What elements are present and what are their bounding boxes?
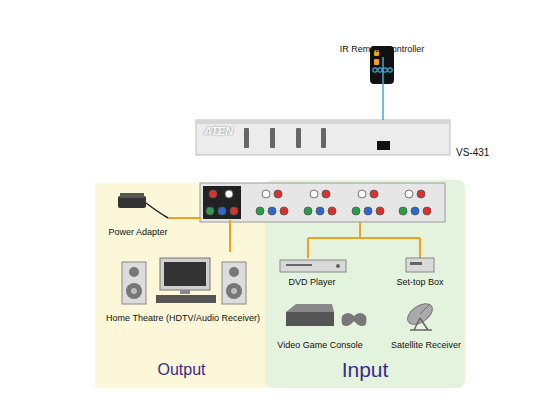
hdtv xyxy=(156,258,216,303)
output-port-block xyxy=(203,186,241,219)
switch-front-panel: ATENVS-431 xyxy=(196,120,450,155)
video-game-console xyxy=(286,304,367,326)
node-label: ATEN xyxy=(204,126,233,137)
node-label: VS-431 xyxy=(456,147,489,158)
device-label: Set-top Box xyxy=(396,277,443,288)
ir-link xyxy=(382,57,384,120)
rca-jack xyxy=(370,190,378,198)
remote-callout: IR Remote Controller xyxy=(340,0,425,55)
node-label: Satellite Receiver xyxy=(391,340,461,351)
rca-jack xyxy=(352,207,360,215)
ports xyxy=(206,190,431,215)
rca-jack xyxy=(280,207,288,215)
rca-jack xyxy=(310,190,318,198)
rca-jack xyxy=(209,190,217,198)
rca-jack xyxy=(358,190,366,198)
node-label: IR Remote Controller xyxy=(340,44,425,55)
rca-jack xyxy=(225,190,233,198)
rca-jack xyxy=(304,207,312,215)
node-label: Output xyxy=(95,360,268,380)
rca-jack xyxy=(262,190,270,198)
adapter-cable xyxy=(146,203,168,218)
power-adapter-top xyxy=(120,193,144,198)
speaker xyxy=(122,262,146,304)
node-label: Video Game Console xyxy=(277,340,362,351)
rca-jack xyxy=(322,190,330,198)
rca-jack xyxy=(423,207,431,215)
speaker xyxy=(222,262,246,304)
node-label: DVD Player xyxy=(288,277,335,288)
node-label: Home Theatre (HDTV/Audio Receiver) xyxy=(106,313,260,324)
set-top-box xyxy=(406,258,434,272)
device-label: Power Adapter xyxy=(108,227,167,238)
node-label: Input xyxy=(265,357,465,382)
rca-jack xyxy=(364,207,372,215)
node-label: Set-top Box xyxy=(396,277,443,288)
rca-jack xyxy=(316,207,324,215)
device-label: Video Game Console xyxy=(277,340,362,351)
wires xyxy=(168,218,420,258)
ir-window xyxy=(377,141,390,150)
device-label: Satellite Receiver xyxy=(391,340,461,351)
rca-jack xyxy=(417,190,425,198)
front-buttons xyxy=(244,128,326,148)
device-label: Home Theatre (HDTV/Audio Receiver) xyxy=(106,313,260,324)
device-label: DVD Player xyxy=(288,277,335,288)
rca-jack xyxy=(376,207,384,215)
back-panel xyxy=(200,183,445,222)
rca-jack xyxy=(399,207,407,215)
front-panel-top xyxy=(196,120,450,124)
rca-jack xyxy=(268,207,276,215)
rca-jack xyxy=(206,207,214,215)
rca-jack xyxy=(274,190,282,198)
front-panel xyxy=(196,120,450,155)
rca-jack xyxy=(230,207,238,215)
satellite-dish xyxy=(404,299,436,330)
rca-jack xyxy=(218,207,226,215)
rca-jack xyxy=(256,207,264,215)
node-label: Power Adapter xyxy=(108,227,167,238)
rca-jack xyxy=(405,190,413,198)
rca-jack xyxy=(328,207,336,215)
remote-button xyxy=(374,59,379,65)
rca-jack xyxy=(411,207,419,215)
dvd-player xyxy=(280,260,346,272)
